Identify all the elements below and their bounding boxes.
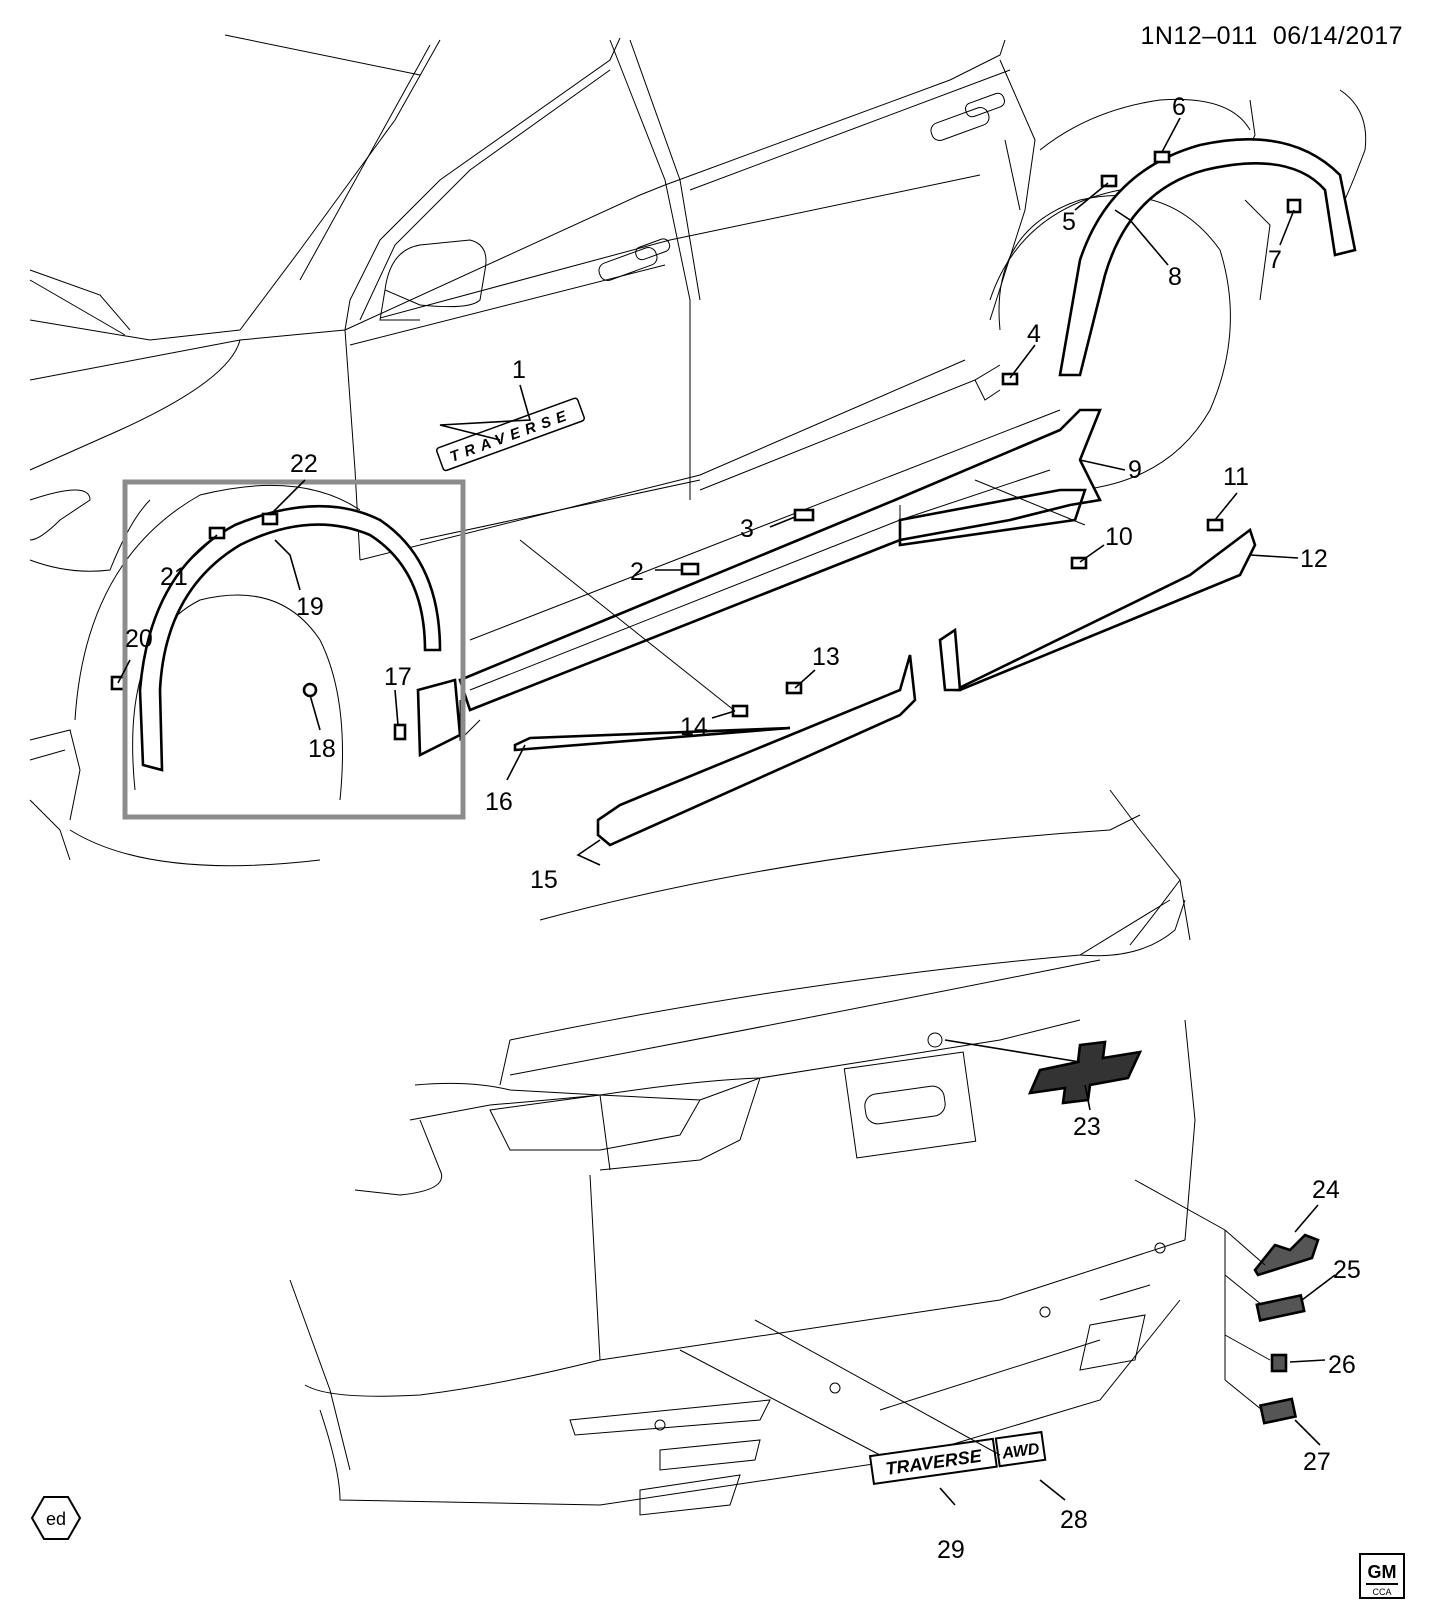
callout-26: 26	[1328, 1351, 1356, 1379]
diagram-header: 1N12–011 06/14/2017	[1140, 22, 1403, 51]
callout-10: 10	[1105, 523, 1133, 551]
callout-27: 27	[1303, 1448, 1331, 1476]
callout-19: 19	[296, 593, 324, 621]
callout-22: 22	[290, 450, 318, 478]
callout-15: 15	[530, 866, 558, 894]
callout-7: 7	[1268, 246, 1282, 274]
front-splash-guard	[416, 678, 462, 758]
callout-25: 25	[1333, 1256, 1361, 1284]
callout-9: 9	[1128, 456, 1142, 484]
callout-16: 16	[485, 788, 513, 816]
callout-5: 5	[1062, 208, 1076, 236]
callout-4: 4	[1027, 320, 1041, 348]
gm-logo-subtext: CCA	[1372, 1587, 1391, 1597]
rear-door-molding-end	[938, 627, 962, 692]
callout-8: 8	[1168, 263, 1182, 291]
emblem-27	[1258, 1397, 1298, 1425]
front-door-molding	[596, 654, 917, 847]
molding-strip	[513, 726, 791, 752]
rear-badge-awd: AWD	[1000, 1441, 1041, 1463]
emblem-26	[1270, 1353, 1288, 1373]
leader-lines	[117, 117, 1336, 1506]
callout-14: 14	[680, 713, 708, 741]
callout-17: 17	[384, 663, 412, 691]
vehicle-rear-outline	[289, 789, 1196, 1516]
callout-23: 23	[1073, 1113, 1101, 1141]
vehicle-side-outline	[29, 34, 1367, 867]
callout-20: 20	[125, 625, 153, 653]
callout-3: 3	[740, 515, 754, 543]
rocker-panel-molding	[458, 408, 1102, 742]
bowtie-emblem	[1027, 1040, 1143, 1105]
gm-logo-text: GM	[1368, 1562, 1397, 1582]
door-badge: TRAVERSE	[435, 397, 585, 472]
callout-13: 13	[812, 643, 840, 671]
callout-28: 28	[1060, 1506, 1088, 1534]
callout-11: 11	[1223, 463, 1249, 491]
callout-29: 29	[937, 1536, 965, 1564]
gm-logo: GM CCA	[1359, 1553, 1405, 1599]
emblem-24	[1253, 1233, 1320, 1277]
callout-21: 21	[160, 563, 188, 591]
ed-mark-text: ed	[46, 1509, 66, 1529]
rear-badge: TRAVERSE AWD	[868, 1430, 1047, 1485]
door-badge-text: TRAVERSE	[448, 406, 575, 466]
callout-2: 2	[630, 558, 644, 586]
rear-door-molding	[954, 527, 1257, 692]
callout-12: 12	[1300, 545, 1328, 573]
fastener-clips	[110, 150, 1302, 741]
diagram-id: 1N12–011	[1140, 22, 1258, 50]
ed-hexagon-mark: ed	[30, 1496, 82, 1540]
callout-18: 18	[308, 735, 336, 763]
callout-6: 6	[1172, 93, 1186, 121]
detail-frame	[122, 479, 466, 820]
callout-numbers: 1 2 3 4 5 6 7 8 9 10 11 12 13 14 15 16 1…	[125, 93, 1361, 1564]
diagram-date: 06/14/2017	[1272, 22, 1403, 50]
callout-1: 1	[512, 356, 526, 384]
rear-wheel-flare	[1058, 138, 1357, 377]
callout-24: 24	[1312, 1176, 1340, 1204]
emblem-25	[1255, 1293, 1306, 1322]
